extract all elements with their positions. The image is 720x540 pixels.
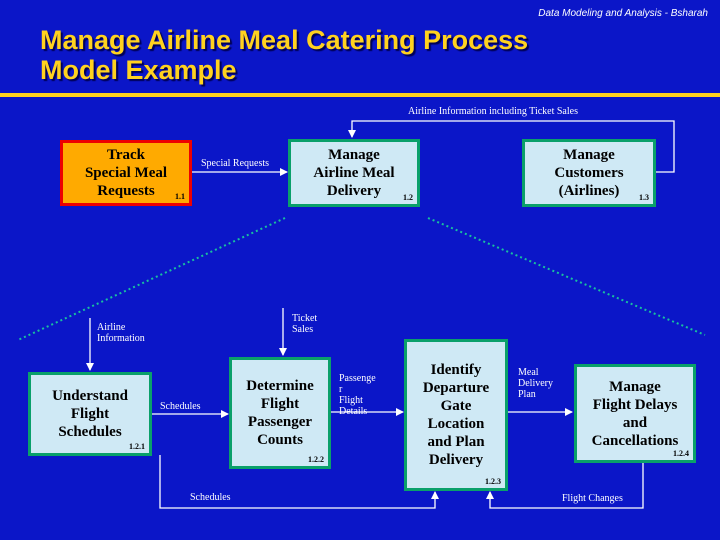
- process-number: 1.2.4: [673, 449, 689, 458]
- process-number: 1.2.3: [485, 477, 501, 486]
- flow-label-schedules-1: Schedules: [160, 401, 201, 412]
- flow-label-special-requests: Special Requests: [201, 158, 270, 169]
- process-number: 1.3: [639, 193, 649, 202]
- title-line-1: Manage Airline Meal Catering Process: [40, 25, 529, 55]
- title-divider: [0, 93, 720, 97]
- process-number: 1.1: [175, 192, 185, 201]
- decomposition-line-right: [427, 217, 706, 336]
- flow-label-schedules-2: Schedules: [190, 492, 231, 503]
- process-number: 1.2.1: [129, 442, 145, 451]
- process-number: 1.2: [403, 193, 413, 202]
- header-note: Data Modeling and Analysis - Bsharah: [538, 8, 708, 19]
- page-title: Manage Airline Meal Catering Process Mod…: [40, 25, 680, 85]
- flow-line-airline-info-ticket-sales: [348, 120, 675, 173]
- decomposition-line-left: [17, 217, 286, 341]
- flow-line-flight-changes: [486, 463, 644, 509]
- flow-label-flight-changes: Flight Changes: [562, 493, 623, 504]
- process-number: 1.2.2: [308, 455, 324, 464]
- title-line-2: Model Example: [40, 55, 237, 85]
- flow-label-airline-info-ticket-sales: Airline Information including Ticket Sal…: [408, 106, 578, 117]
- flow-line-schedules-2: [159, 455, 439, 509]
